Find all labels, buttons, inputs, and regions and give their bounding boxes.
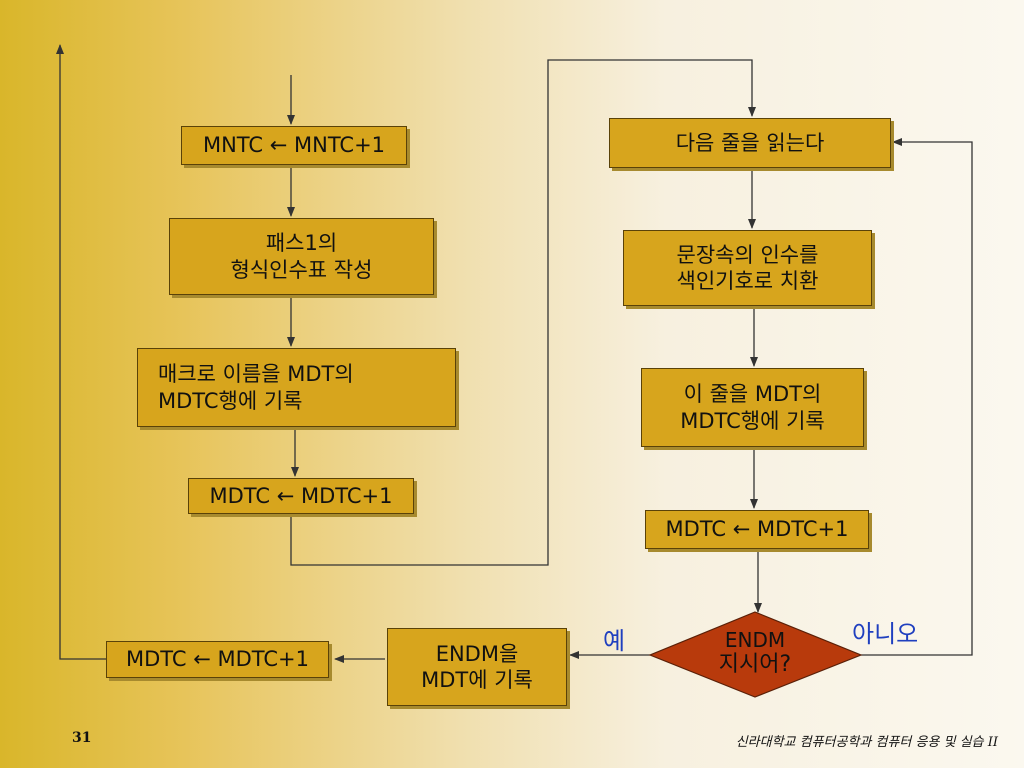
mdtc-increment-right-box: MDTC ← MDTC+1 [645,510,869,549]
mntc-increment-box: MNTC ← MNTC+1 [181,126,407,165]
arrow-return-top [56,44,106,660]
decision-label: ENDM 지시어? [690,628,820,678]
connector-left-to-right [290,59,756,566]
arrow-no-loop [861,138,973,656]
decision-line2: 지시어? [718,652,792,677]
branch-yes-label: 예 [603,627,626,655]
pass1-table-box: 패스1의 형식인수표 작성 [169,218,434,295]
read-next-line-box: 다음 줄을 읽는다 [609,118,891,168]
endm-record-box: ENDM을 MDT에 기록 [387,628,567,706]
substitute-args-box: 문장속의 인수를 색인기호로 치환 [623,230,872,306]
decision-diamond [648,611,863,698]
branch-no-label: 아니오 [852,620,919,648]
page-number: 31 [72,730,92,746]
record-line-box: 이 줄을 MDT의 MDTC행에 기록 [641,368,864,447]
course-footer: 신라대학교 컴퓨터공학과 컴퓨터 응용 및 실습 II [735,735,998,750]
mdtc-increment-left-box: MDTC ← MDTC+1 [188,478,414,514]
decision-line1: ENDM [724,628,786,652]
mdtc-increment-bottom-box: MDTC ← MDTC+1 [106,641,329,678]
macro-name-record-box: 매크로 이름을 MDT의 MDTC행에 기록 [137,348,456,427]
